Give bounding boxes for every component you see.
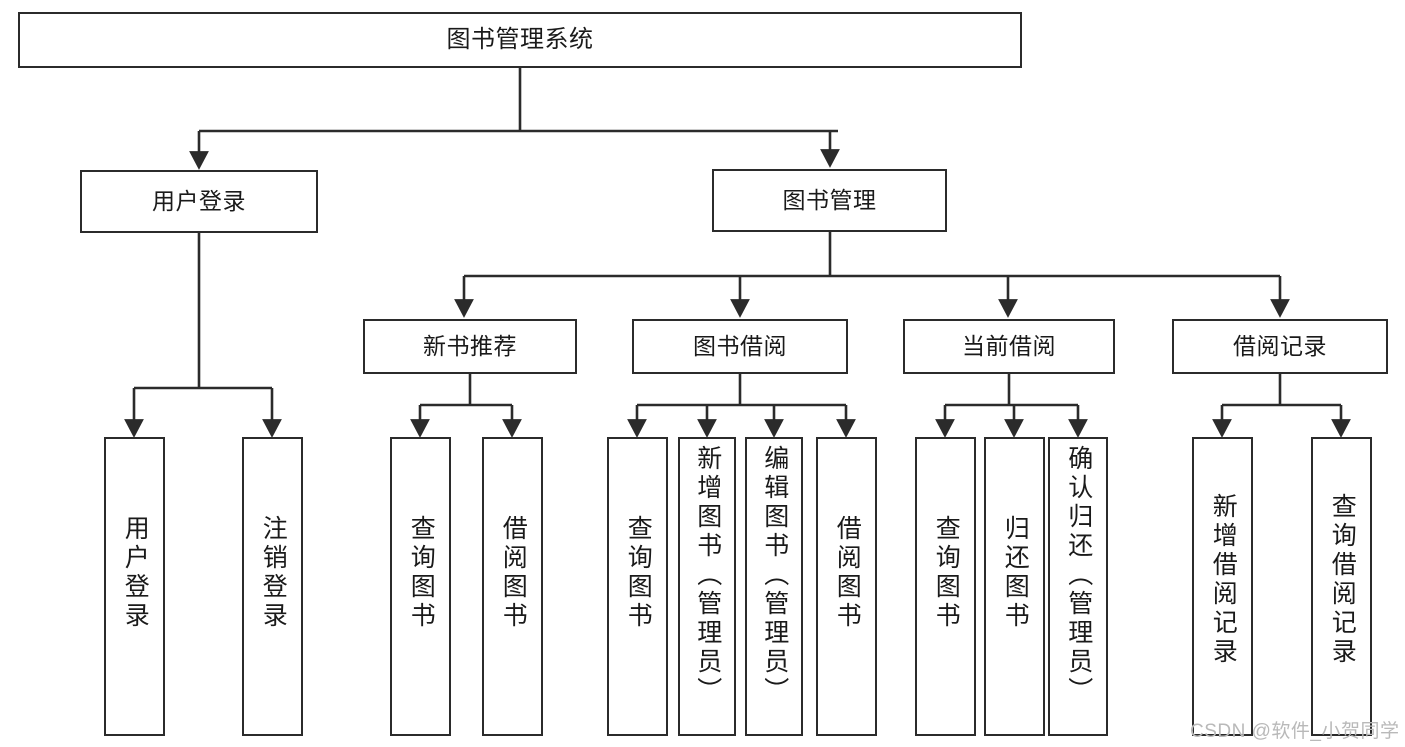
node-book-manage-label: 图书管理 bbox=[782, 186, 877, 213]
node-leaf-query-record[interactable]: 查询借阅记录 bbox=[1311, 437, 1372, 736]
node-leaf-add-record-label: 新增借阅记录 bbox=[1209, 493, 1238, 667]
node-borrow-record-label: 借阅记录 bbox=[1233, 332, 1327, 359]
node-leaf-borrow-book-2[interactable]: 借阅图书 bbox=[816, 437, 877, 736]
node-leaf-return-book-label: 归还图书 bbox=[1001, 515, 1030, 631]
node-book-borrow[interactable]: 图书借阅 bbox=[632, 319, 848, 374]
node-leaf-user-login[interactable]: 用户登录 bbox=[104, 437, 165, 736]
node-root-label: 图书管理系统 bbox=[446, 25, 594, 53]
node-leaf-add-record[interactable]: 新增借阅记录 bbox=[1192, 437, 1253, 736]
node-leaf-logout-login[interactable]: 注销登录 bbox=[242, 437, 303, 736]
node-leaf-query-book-3[interactable]: 查询图书 bbox=[915, 437, 976, 736]
node-leaf-edit-book-label: 编辑图书（管理员） bbox=[760, 445, 789, 706]
node-leaf-query-book-1-label: 查询图书 bbox=[407, 515, 436, 631]
node-current-borrow-label: 当前借阅 bbox=[962, 332, 1056, 359]
node-borrow-record[interactable]: 借阅记录 bbox=[1172, 319, 1388, 374]
node-leaf-logout-login-label: 注销登录 bbox=[259, 515, 288, 631]
node-leaf-edit-book[interactable]: 编辑图书（管理员） bbox=[745, 437, 803, 736]
node-leaf-user-login-label: 用户登录 bbox=[121, 515, 150, 631]
node-leaf-add-book-label: 新增图书（管理员） bbox=[693, 445, 722, 706]
node-leaf-confirm-return[interactable]: 确认归还（管理员） bbox=[1048, 437, 1108, 736]
node-root[interactable]: 图书管理系统 bbox=[18, 12, 1022, 68]
node-leaf-add-book[interactable]: 新增图书（管理员） bbox=[678, 437, 736, 736]
node-leaf-borrow-book-2-label: 借阅图书 bbox=[833, 515, 862, 631]
node-leaf-query-book-2-label: 查询图书 bbox=[624, 515, 653, 631]
node-book-manage[interactable]: 图书管理 bbox=[712, 169, 947, 232]
node-leaf-query-book-2[interactable]: 查询图书 bbox=[607, 437, 668, 736]
node-user-login[interactable]: 用户登录 bbox=[80, 170, 318, 233]
node-leaf-query-book-3-label: 查询图书 bbox=[932, 515, 961, 631]
node-new-book-recommend-label: 新书推荐 bbox=[423, 332, 517, 359]
node-new-book-recommend[interactable]: 新书推荐 bbox=[363, 319, 577, 374]
node-user-login-label: 用户登录 bbox=[152, 187, 246, 214]
node-book-borrow-label: 图书借阅 bbox=[693, 332, 787, 359]
node-current-borrow[interactable]: 当前借阅 bbox=[903, 319, 1115, 374]
node-leaf-return-book[interactable]: 归还图书 bbox=[984, 437, 1045, 736]
node-leaf-confirm-return-label: 确认归还（管理员） bbox=[1064, 445, 1093, 706]
csdn-watermark: CSDN @软件_小贺同学 bbox=[1190, 721, 1400, 742]
node-leaf-borrow-book-1-label: 借阅图书 bbox=[499, 515, 528, 631]
node-leaf-borrow-book-1[interactable]: 借阅图书 bbox=[482, 437, 543, 736]
node-leaf-query-book-1[interactable]: 查询图书 bbox=[390, 437, 451, 736]
node-leaf-query-record-label: 查询借阅记录 bbox=[1328, 493, 1357, 667]
